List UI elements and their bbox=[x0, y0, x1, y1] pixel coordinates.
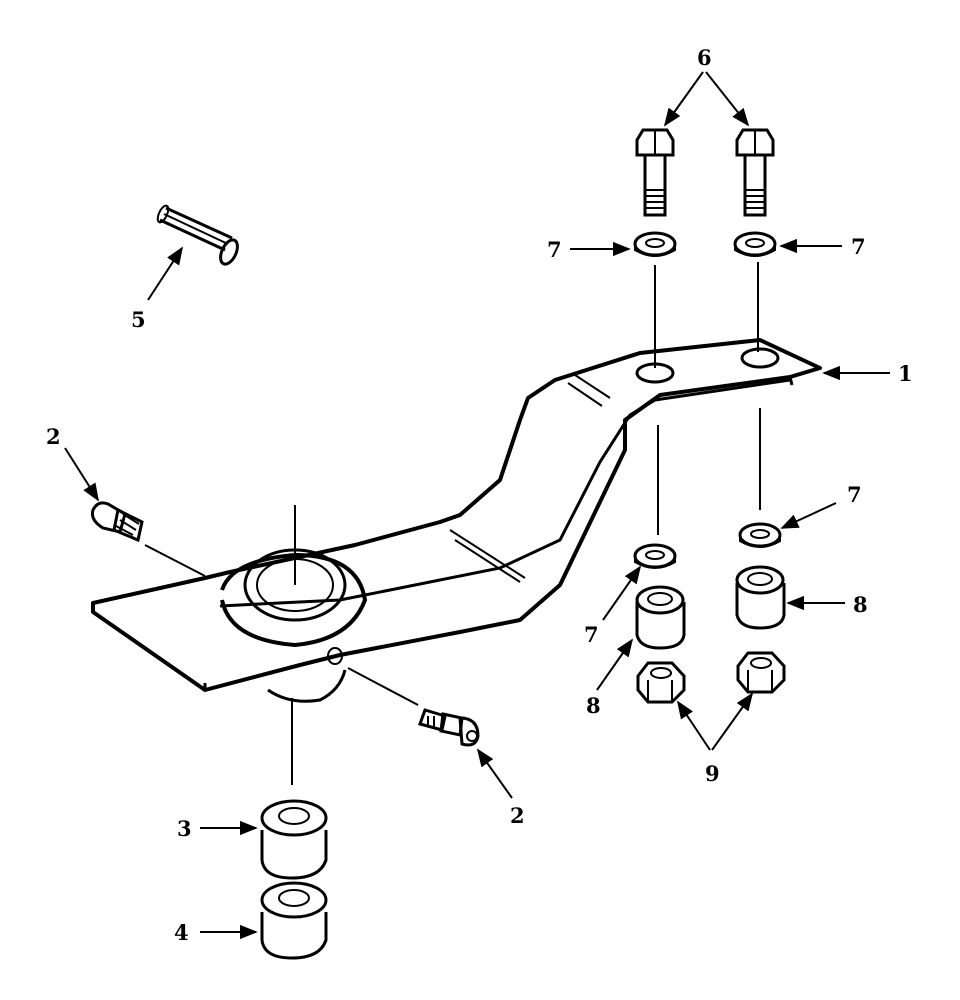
callout-8-left: 8 bbox=[586, 693, 601, 718]
callout-7-top-right: 7 bbox=[851, 234, 866, 259]
callout-5: 5 bbox=[131, 307, 146, 332]
assembly-lines bbox=[144, 262, 761, 785]
roll-pin bbox=[156, 204, 239, 266]
callout-6: 6 bbox=[697, 45, 712, 70]
hex-nut-right bbox=[736, 651, 786, 694]
bolt-left bbox=[635, 128, 675, 217]
bushing-4 bbox=[260, 881, 328, 960]
washer-lower-right bbox=[738, 522, 782, 548]
callout-arrows bbox=[64, 71, 890, 940]
callout-7-top-left: 7 bbox=[547, 237, 562, 262]
washer-top-left bbox=[633, 231, 677, 257]
callout-7-lower-right: 7 bbox=[847, 482, 862, 507]
callout-2-lower: 2 bbox=[510, 803, 525, 828]
grease-fitting-upper bbox=[91, 501, 144, 543]
washer-lower-left bbox=[633, 543, 677, 569]
callout-8-right: 8 bbox=[853, 592, 868, 617]
spacer-left bbox=[635, 585, 686, 650]
bolt-right bbox=[735, 128, 775, 217]
washer-top-right bbox=[733, 231, 777, 257]
grease-fitting-lower bbox=[418, 708, 480, 747]
callout-7-lower-left: 7 bbox=[584, 622, 599, 647]
callout-2-upper: 2 bbox=[46, 424, 61, 449]
hex-nut-left bbox=[636, 661, 686, 704]
callout-9: 9 bbox=[705, 761, 720, 786]
callout-4: 4 bbox=[174, 920, 189, 945]
callout-1: 1 bbox=[898, 361, 913, 386]
callout-3: 3 bbox=[177, 816, 192, 841]
bushing-3 bbox=[260, 799, 328, 880]
spacer-right bbox=[735, 565, 786, 630]
mounting-bracket bbox=[91, 338, 822, 692]
